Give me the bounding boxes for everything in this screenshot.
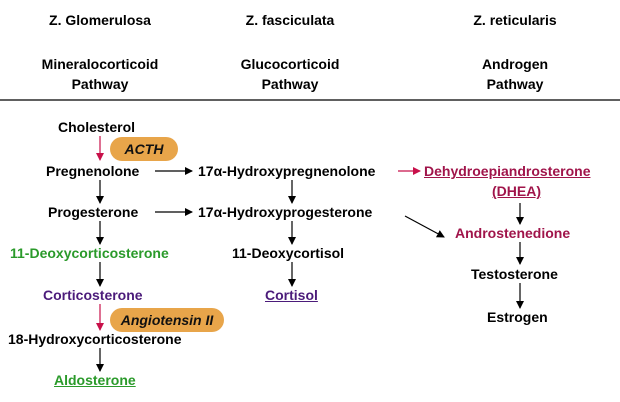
- node-estrogen: Estrogen: [487, 309, 548, 325]
- arrow-hydroxyprogesterone-androstenedione: [404, 215, 445, 238]
- node-dhea-abbreviation[interactable]: (DHEA): [492, 183, 541, 199]
- header-glomerulosa-pathway: Mineralocorticoid Pathway: [41, 56, 159, 92]
- node-testosterone: Testosterone: [471, 266, 558, 282]
- node-androstenedione: Androstenedione: [455, 225, 571, 241]
- node-aldosterone[interactable]: Aldosterone: [54, 372, 136, 388]
- node-cortisol[interactable]: Cortisol: [265, 287, 318, 303]
- node-18-hydroxycorticosterone: 18-Hydroxycorticosterone: [8, 331, 182, 347]
- angiotensin-ii-label: Angiotensin II: [110, 308, 224, 332]
- node-11-deoxycortisol: 11-Deoxycortisol: [232, 245, 345, 261]
- node-progesterone: Progesterone: [48, 204, 139, 220]
- header-fasciculata-pathway: Glucocorticoid Pathway: [240, 56, 340, 92]
- node-corticosterone: Corticosterone: [43, 287, 143, 303]
- acth-label: ACTH: [110, 137, 178, 161]
- node-dhea[interactable]: Dehydroepiandrosterone: [424, 163, 591, 179]
- header-glomerulosa-zone: Z. Glomerulosa: [49, 12, 151, 28]
- node-deoxycorticosterone: 11-Deoxycorticosterone: [10, 245, 169, 261]
- node-17a-hydroxyprogesterone: 17α-Hydroxyprogesterone: [198, 204, 373, 220]
- header-fasciculata-zone: Z. fasciculata: [245, 12, 335, 28]
- node-17a-hydroxypregnenolone: 17α-Hydroxypregnenolone: [198, 163, 376, 179]
- node-cholesterol: Cholesterol: [58, 119, 136, 135]
- header-reticularis-zone: Z. reticularis: [473, 12, 557, 28]
- header-reticularis-pathway: Androgen Pathway: [481, 56, 549, 92]
- node-pregnenolone: Pregnenolone: [46, 163, 140, 179]
